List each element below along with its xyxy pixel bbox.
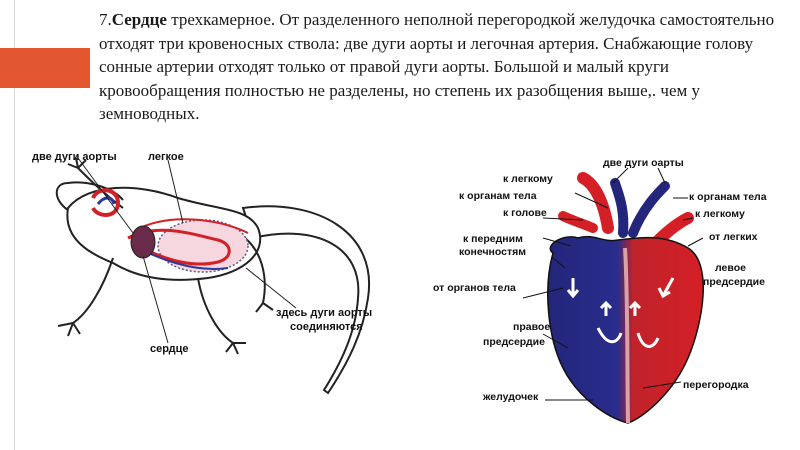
- label-left-atrium-2: предсердие: [703, 276, 765, 288]
- heart-illustration: две дуги оарты к легкому к органам тела …: [433, 157, 767, 424]
- label-aorta-arches-right: две дуги оарты: [603, 157, 684, 169]
- label-to-forelimbs-2: конечностям: [459, 246, 526, 258]
- heart-figure: две дуги оарты к легкому к органам тела …: [403, 138, 789, 430]
- heading-term: Сердце: [111, 10, 167, 29]
- label-to-organs-right: к органам тела: [689, 191, 767, 203]
- label-to-lung-right: к легкому: [695, 208, 745, 220]
- label-right-atrium-2: предсердие: [483, 336, 545, 348]
- label-to-lung-left: к легкому: [503, 173, 553, 185]
- label-from-organs: от органов тела: [433, 282, 516, 294]
- label-right-atrium-1: правое: [513, 321, 550, 333]
- body-text: трехкамерное. От разделенного неполной п…: [99, 10, 775, 123]
- label-aorta-arches: две дуги аорты: [32, 151, 117, 163]
- label-to-organs-left: к органам тела: [459, 190, 537, 202]
- slide-text: 7.Сердце трехкамерное. От разделенного н…: [99, 8, 789, 126]
- accent-bar: [0, 48, 90, 88]
- label-septum: перегородка: [683, 379, 749, 391]
- label-lung: легкое: [148, 151, 184, 163]
- label-to-forelimbs-1: к передним: [463, 233, 523, 245]
- heading-number: 7.: [99, 10, 112, 29]
- label-left-atrium-1: левое: [715, 262, 746, 274]
- label-join-line2: соединяются: [290, 321, 363, 333]
- lizard-illustration: две дуги аорты легкое сердце здесь дуги …: [32, 151, 372, 395]
- label-to-head: к голове: [503, 207, 547, 219]
- lizard-figure: две дуги аорты легкое сердце здесь дуги …: [18, 138, 398, 430]
- label-join-line1: здесь дуги аорты: [276, 307, 372, 319]
- left-border-line: [14, 0, 15, 450]
- label-heart: сердце: [150, 343, 189, 355]
- label-from-lungs: от легких: [709, 231, 758, 243]
- label-ventricle: желудочек: [482, 391, 539, 403]
